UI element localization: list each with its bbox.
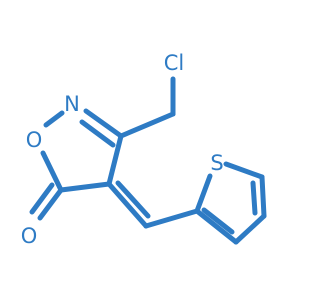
bond-c4-methine: [106, 181, 149, 229]
bond-n-o: [43, 110, 65, 128]
bond-c3-n-double: [79, 119, 116, 148]
bond-methine-thiophene: [143, 208, 200, 229]
bond-c4-methine-double: [115, 180, 151, 219]
bond-c5-c4: [58, 181, 112, 193]
bond-thc4-thc3: [233, 213, 267, 245]
bond-thc2-s: [194, 173, 213, 214]
atom-o-ring: O: [26, 128, 43, 152]
bond-c3-n: [83, 108, 124, 139]
bond-thc3-thc2: [194, 208, 239, 245]
atom-o-carbonyl: O: [21, 224, 38, 248]
atom-labels: Cl N O S O: [21, 51, 224, 248]
bond-thc5-thc4-double: [250, 180, 258, 216]
atom-s: S: [210, 151, 223, 175]
bond-c5-o-carbonyl-double: [29, 182, 55, 215]
bond-thc5-thc4: [259, 174, 267, 219]
bond-s-thc5: [223, 161, 265, 180]
atom-cl: Cl: [164, 51, 185, 75]
molecule-diagram: Cl N O S O: [21, 51, 267, 248]
bond-c5-o-carbonyl: [37, 187, 64, 221]
structure-canvas: Cl N O S O: [20, 51, 267, 248]
bond-o-c5: [40, 150, 64, 193]
bond-thc3-thc2-double: [201, 207, 235, 235]
bonds: [29, 76, 267, 245]
atom-n: N: [64, 92, 80, 116]
bond-c4-c3: [106, 133, 124, 187]
bond-ch2-c3: [118, 111, 176, 139]
